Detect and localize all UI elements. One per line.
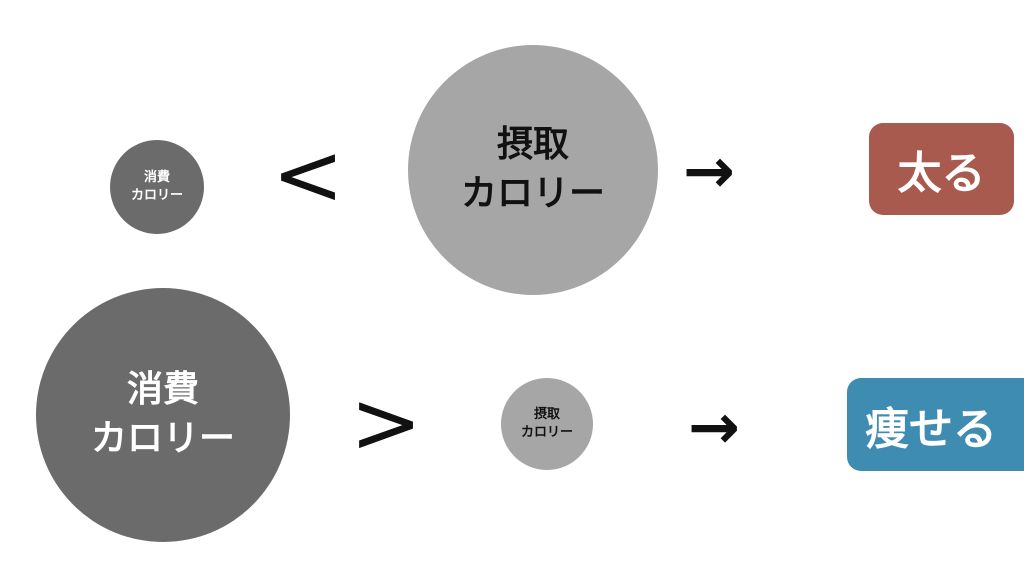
- bottom-consumed-circle: 消費 カロリー: [36, 288, 290, 542]
- consumed-label-1: 消費: [143, 170, 170, 186]
- arrow-right-icon: →: [688, 390, 740, 463]
- result-lose-box: 痩せる: [847, 378, 1024, 471]
- result-gain-box: 太る: [869, 123, 1014, 215]
- top-consumed-circle: 消費 カロリー: [110, 140, 204, 234]
- consumed-label-2: カロリー: [90, 418, 235, 459]
- intake-label-2: カロリー: [520, 425, 573, 440]
- bottom-intake-circle: 摂取 カロリー: [501, 378, 593, 470]
- top-intake-circle: 摂取 カロリー: [408, 45, 658, 295]
- consumed-label-1: 消費: [126, 369, 199, 411]
- intake-label-1: 摂取: [496, 124, 569, 166]
- consumed-label-2: カロリー: [130, 188, 183, 203]
- intake-label-1: 摂取: [533, 407, 560, 423]
- greater-than-symbol: >: [350, 373, 423, 473]
- arrow-right-icon: →: [683, 134, 735, 207]
- intake-label-2: カロリー: [460, 173, 605, 214]
- less-than-symbol: <: [272, 125, 345, 225]
